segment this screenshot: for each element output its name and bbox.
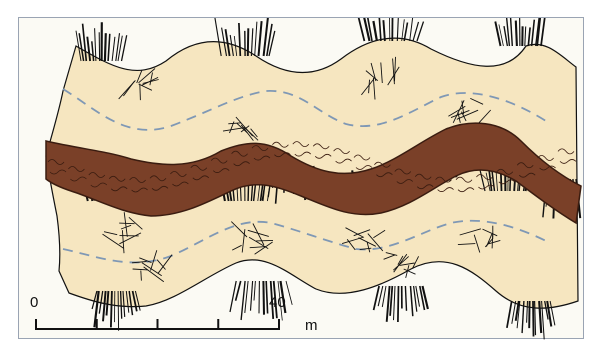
hatch-stroke: [405, 286, 406, 311]
hatch-stroke: [251, 28, 252, 56]
hatch-stroke: [394, 286, 396, 320]
hatch-stroke: [259, 21, 262, 56]
hatch-stroke: [533, 301, 534, 337]
hatch-stroke: [397, 18, 399, 41]
cross-stroke: [256, 240, 273, 241]
scale-end-label: 40: [269, 294, 286, 311]
hatch-stroke: [373, 21, 377, 41]
hatch-stroke: [411, 286, 413, 316]
diagram-frame: 0 40 m: [18, 17, 584, 339]
hatch-stroke: [230, 281, 236, 312]
hatch-stroke: [118, 291, 119, 331]
hatch-stroke: [255, 22, 257, 56]
cross-stroke: [140, 84, 141, 101]
hatch-stroke: [390, 286, 392, 316]
hatch-stroke: [507, 301, 512, 328]
hatch-stroke: [404, 23, 407, 42]
hatch-stroke: [387, 286, 390, 322]
hatch-stroke: [105, 33, 106, 61]
hatch-stroke: [286, 281, 292, 305]
scale-unit-label: m: [305, 317, 318, 334]
hatch-stroke: [510, 18, 512, 46]
hatch-stroke: [266, 281, 267, 314]
hatch-stroke: [254, 281, 255, 301]
hatch-stroke: [378, 18, 381, 41]
hatch-stroke: [541, 18, 546, 46]
hatch-stroke: [532, 20, 535, 46]
hatch-stroke: [236, 281, 241, 301]
hatch-stroke: [263, 281, 264, 315]
hatch-stroke: [516, 21, 517, 46]
scale-start-label: 0: [30, 294, 38, 311]
hatch-stroke: [528, 27, 530, 46]
hatch-stroke: [383, 20, 385, 41]
hatch-stroke: [111, 291, 112, 327]
hatch-stroke: [241, 281, 245, 320]
hatch-stroke: [504, 26, 507, 46]
meander-diagram: 0 40 m: [19, 18, 585, 340]
hatch-stroke: [525, 27, 526, 47]
hatch-stroke: [382, 286, 386, 307]
cross-stroke: [119, 223, 134, 224]
hatch-stroke: [112, 37, 115, 61]
hatch-stroke: [358, 18, 365, 41]
hatch-stroke: [402, 19, 405, 41]
scale-bar: 0 40 m: [30, 294, 318, 334]
hatch-stroke: [374, 286, 380, 310]
hatch-stroke: [398, 286, 399, 322]
hatch-stroke: [495, 22, 500, 47]
hatch-stroke: [122, 35, 127, 61]
cross-stroke: [141, 271, 142, 281]
hatch-stroke: [248, 28, 249, 56]
hatch-stroke: [251, 281, 253, 311]
hatch-stroke: [108, 34, 110, 61]
